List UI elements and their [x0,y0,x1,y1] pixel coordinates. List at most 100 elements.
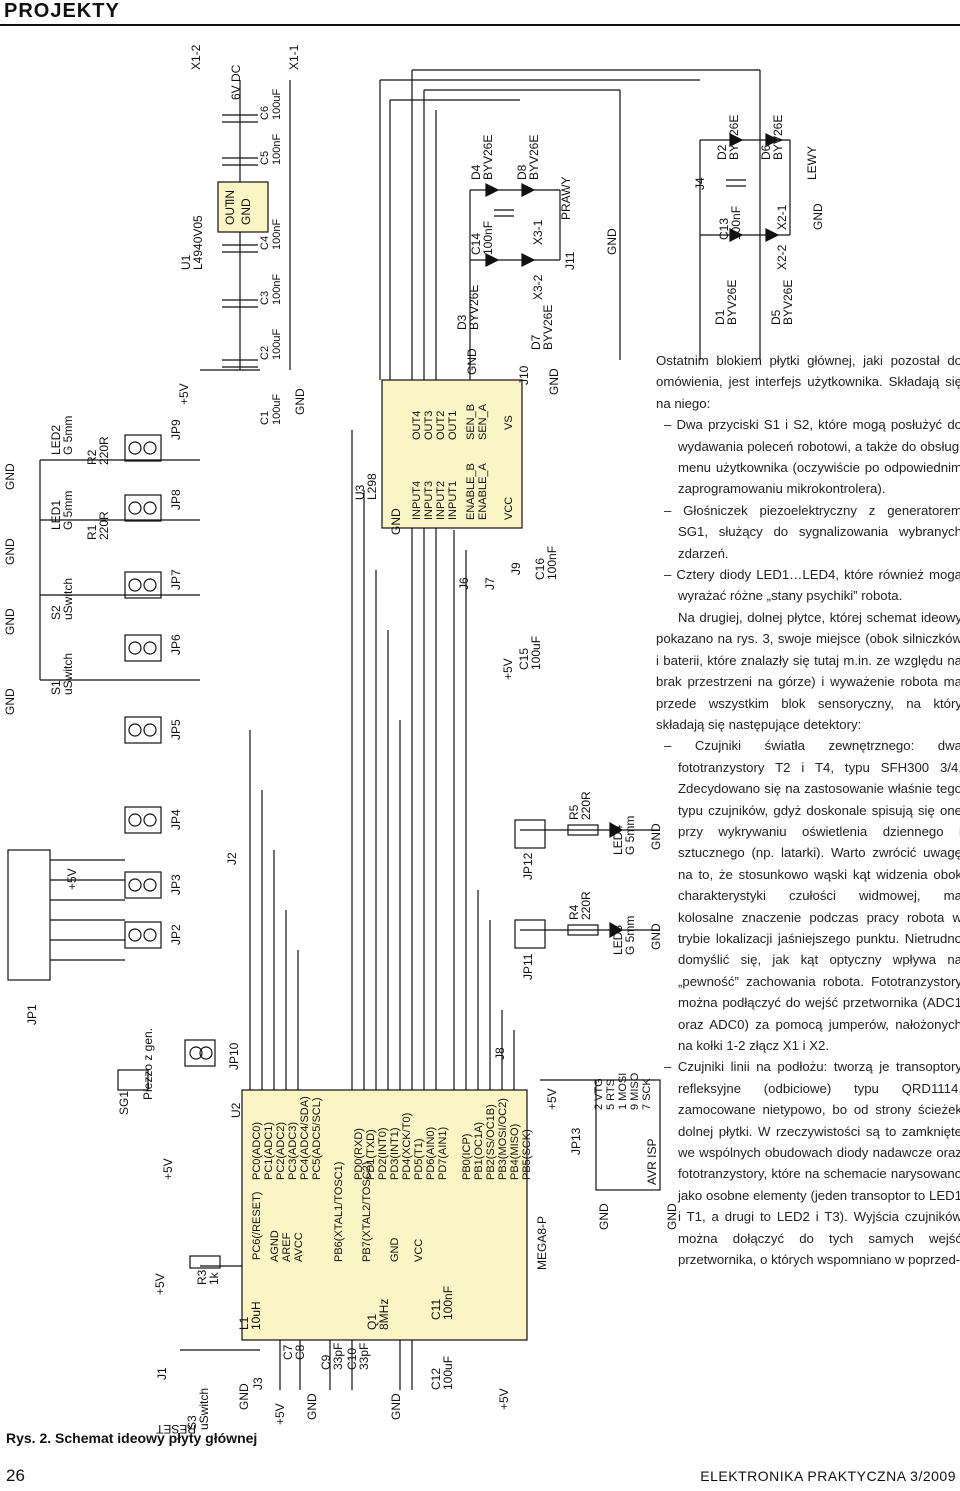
s3-label: S3 [185,1415,199,1430]
jp3-label: JP3 [169,874,183,895]
c8-gnd: GND [305,1393,319,1420]
jp7-label: JP7 [169,569,183,590]
j11-gnd: GND [605,228,619,255]
r1-value: 220R [97,511,111,540]
j1-label: J1 [155,1367,169,1380]
mcu-pin-pd7: PD7(AIN1) [437,1127,449,1180]
led1-value: G 5mm [61,491,75,530]
mcu-pin-gnd: GND [389,1238,401,1263]
c12-gnd: GND [389,1393,403,1420]
mcu-pin-pd0: PD0(RXD) [353,1128,365,1180]
dc-label: 6V DC [229,64,243,100]
l298-vs: VS [503,415,515,430]
mcu-pin-adc1: PC1(ADC1) [263,1122,275,1180]
d7-label: D7 [529,334,543,350]
mcu-pin-adc3: PC3(ADC3) [287,1122,299,1180]
d3-label: D3 [455,314,469,330]
wires [7,69,791,1390]
c3-value: 100nF [271,274,283,305]
r4-label: R4 [567,904,581,920]
isp-gnd-2: GND [665,1203,679,1230]
r4-value: 220R [579,891,593,920]
d4-value: BYV26E [481,135,495,180]
led4-value: G 5mm [623,816,637,855]
c4-label: C4 [259,236,271,250]
u3-label: U3 [353,484,367,500]
led1-label: LED1 [49,500,63,530]
x2-1-label: X2-1 [775,204,789,230]
c4-value: 100nF [271,219,283,250]
mcu-pin-pb4: PB4(MISO) [509,1124,521,1180]
mcu-pin-reset: PC6(/RESET) [251,1192,263,1260]
mcu-pin-avcc: AVCC [293,1232,305,1262]
q1-value: 8MHz [377,1299,391,1330]
article-item-buttons: – Dwa przyciski S1 i S2, które mogą posł… [664,417,960,497]
j10-label: J10 [517,365,531,385]
s3-gnd: GND [237,1383,251,1410]
d8-value: BYV26E [527,135,541,180]
mcu-pin-adc0: PC0(ADC0) [251,1122,263,1180]
schematic-labels: GND GND GND GND LED2 G 5mm LED1 G 5mm S2… [3,44,825,1436]
jp1-label: JP1 [25,1004,39,1025]
article-item-leds: – Cztery diody LED1…LED4, które również … [664,567,960,604]
jp11-label: JP11 [521,953,535,980]
c12-value: 100uF [441,1356,455,1390]
jp9-label: JP9 [169,419,183,440]
d2-value: BYV26E [727,115,741,160]
isp-vcc: +5V [545,1088,559,1110]
j3-label: J3 [251,1377,265,1390]
mcu-pin-pb1: PB1(OC1A) [473,1122,485,1180]
led3-gnd: GND [649,923,663,950]
isp-pin-vtg: 2 VTG [593,1078,605,1110]
l298-input4: INPUT4 [411,481,423,520]
j9-label: J9 [509,562,523,575]
piezzo-label: Piezzo z gen. [141,1028,155,1100]
page-footer: 26 ELEKTRONIKA PRAKTYCZNA 3/2009 [0,1462,960,1491]
led2-label: LED2 [49,425,63,455]
r3-vcc: +5V [153,1273,167,1295]
c15-label: C15 [517,648,531,670]
c3-label: C3 [259,291,271,305]
c9-label: C9 [319,1354,333,1370]
mcu-pin-pd1: PD1(TXD) [365,1129,377,1180]
article-intro: Ostatnim blokiem płytki głównej, jaki po… [656,353,960,411]
r2-label: R2 [85,449,99,465]
jp5-label: JP5 [169,719,183,740]
c14-value: 100nF [481,221,495,255]
isp-pin-sck: 7 SCK [641,1078,653,1110]
c9-value: 33pF [331,1343,345,1370]
gnd-label-3: GND [3,608,17,635]
j6-label: J6 [457,577,471,590]
s2-value: uSwitch [61,578,75,620]
gnd-label-4: GND [3,688,17,715]
d7-value: BYV26E [541,305,555,350]
prawy-label: PRAWY [559,176,573,220]
mcu-pins: PC6(/RESET) AGND AREF AVCC PB6(XTAL1/TOS… [251,1096,533,1262]
l298-enable-a: ENABLE_A [477,462,489,520]
schematic-figure: GND GND GND GND LED2 G 5mm LED1 G 5mm S2… [0,30,960,1450]
l298-out1: OUT1 [447,411,459,440]
avr-isp-label: AVR ISP [645,1139,659,1185]
isp-pins: 2 VTG 5 RTS 1 MOSI 9 MISO 7 SCK [593,1072,653,1110]
c11-value: 100nF [441,1286,455,1320]
r3-value: 1k [207,1271,221,1285]
led4-label: LED4 [611,825,625,855]
mcu-pin-aref: AREF [281,1232,293,1262]
article-item-light-sensors: – Czujniki światła zewnętrznego: dwa fot… [664,738,960,1053]
mcu-pin-vcc: VCC [413,1239,425,1262]
j2-label: J2 [225,852,239,865]
jp6-label: JP6 [169,634,183,655]
d6-label: D6 [759,144,773,160]
page-number: 26 [6,1466,25,1485]
q1-label: Q1 [365,1314,379,1330]
gnd-regulator: GND [293,388,307,415]
sg1-vcc: +5V [161,1158,175,1180]
c16-label: C16 [533,558,547,580]
d2-label: D2 [715,144,729,160]
isp-pin-rts: 5 RTS [605,1079,617,1110]
gnd-label-1: GND [3,463,17,490]
l298-input3: INPUT3 [423,481,435,520]
mcu-pin-pd5: PD5(T1) [413,1138,425,1180]
c2-label: C2 [259,346,271,360]
x3-2-label: X3-2 [531,274,545,300]
